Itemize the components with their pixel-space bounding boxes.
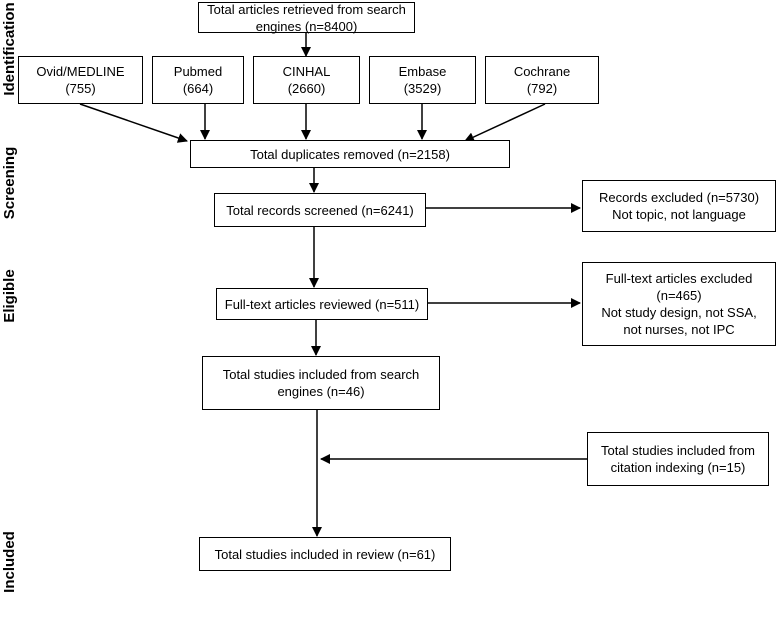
source-count: (792): [526, 81, 558, 96]
citation-indexing-line1: Total studies included from: [601, 443, 755, 458]
fulltext-excluded-box: Full-text articles excluded (n=465) Not …: [582, 262, 776, 346]
fulltext-excluded-line1: Full-text articles excluded: [605, 271, 753, 286]
records-screened-box: Total records screened (n=6241): [214, 193, 426, 227]
included-search-line1: Total studies included from search: [222, 367, 420, 382]
source-count: (2660): [287, 81, 326, 96]
total-retrieved-text: Total articles retrieved from search eng…: [207, 1, 406, 34]
source-box-cinhal: CINHAL (2660): [253, 56, 360, 104]
citation-indexing-line2: citation indexing (n=15): [610, 460, 746, 475]
source-box-ovid-medline: Ovid/MEDLINE (755): [18, 56, 143, 104]
included-search-box: Total studies included from search engin…: [202, 356, 440, 410]
source-name: Pubmed: [173, 64, 223, 79]
flow-arrows: [79, 32, 587, 537]
included-search-line2: engines (n=46): [277, 384, 365, 399]
source-name: Ovid/MEDLINE: [36, 64, 125, 79]
source-box-pubmed: Pubmed (664): [152, 56, 244, 104]
total-retrieved-box: Total articles retrieved from search eng…: [198, 1, 415, 34]
fulltext-excluded-line4: not nurses, not IPC: [623, 322, 735, 337]
records-excluded-box: Records excluded (n=5730) Not topic, not…: [582, 180, 776, 232]
source-name: Embase: [398, 64, 447, 79]
fulltext-excluded-line2: (n=465): [656, 288, 702, 303]
source-box-embase: Embase (3529): [369, 56, 476, 104]
citation-indexing-box: Total studies included from citation ind…: [587, 432, 769, 486]
records-excluded-line1: Records excluded (n=5730): [598, 190, 760, 205]
records-excluded-line2: Not topic, not language: [612, 207, 746, 222]
included-review-text: Total studies included in review (n=61): [214, 546, 436, 562]
fulltext-reviewed-text: Full-text articles reviewed (n=511): [224, 296, 420, 312]
arrow-ovid-to-duplicates: [79, 103, 188, 143]
source-count: (755): [65, 81, 96, 96]
duplicates-removed-box: Total duplicates removed (n=2158): [190, 140, 510, 168]
source-name: Cochrane: [513, 64, 571, 79]
fulltext-excluded-line3: Not study design, not SSA,: [601, 305, 757, 320]
source-name: CINHAL: [282, 64, 331, 79]
arrow-cochrane-to-duplicates: [464, 103, 546, 142]
source-count: (3529): [403, 81, 442, 96]
included-review-box: Total studies included in review (n=61): [199, 537, 451, 571]
records-screened-text: Total records screened (n=6241): [226, 202, 414, 218]
fulltext-reviewed-box: Full-text articles reviewed (n=511): [216, 288, 428, 320]
source-count: (664): [182, 81, 214, 96]
duplicates-removed-text: Total duplicates removed (n=2158): [250, 146, 450, 162]
source-box-cochrane: Cochrane (792): [485, 56, 599, 104]
